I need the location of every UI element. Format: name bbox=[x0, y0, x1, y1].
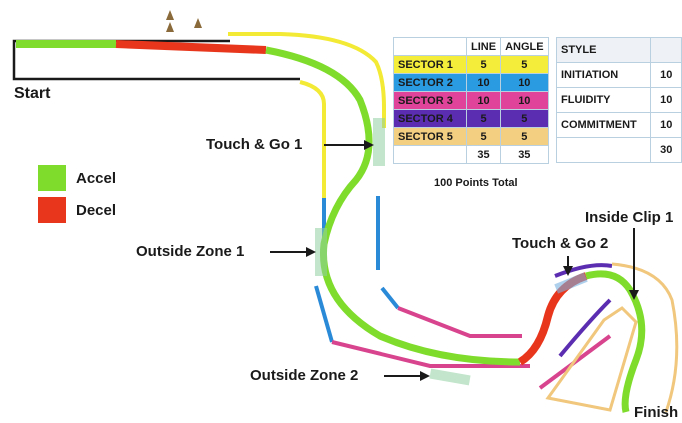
points-total: 100 Points Total bbox=[434, 177, 518, 189]
outside-zone-1-label: Outside Zone 1 bbox=[136, 243, 245, 260]
line-total: 35 bbox=[465, 145, 502, 164]
style-total: 30 bbox=[650, 137, 682, 163]
sector-row: SECTOR 3 10 10 bbox=[393, 91, 549, 110]
sector-row: SECTOR 5 5 5 bbox=[393, 127, 549, 146]
line-header: LINE bbox=[465, 37, 502, 56]
sector-angle: 10 bbox=[500, 91, 549, 110]
angle-header: ANGLE bbox=[500, 37, 549, 56]
start-label: Start bbox=[14, 85, 51, 102]
touch-go-1-zone bbox=[373, 118, 385, 166]
style-points: 10 bbox=[650, 62, 682, 88]
sector-score-table: LINE ANGLE SECTOR 1 5 5 SECTOR 2 10 10 S… bbox=[393, 37, 549, 164]
line-decel-hairpin bbox=[517, 272, 588, 366]
style-row: INITIATION 10 bbox=[555, 62, 682, 88]
sector-2-inner-low bbox=[380, 286, 400, 310]
sector-name: SECTOR 3 bbox=[393, 91, 467, 110]
legend-decel-swatch bbox=[38, 197, 66, 223]
legend-decel-label: Decel bbox=[76, 202, 117, 219]
line-decel-start bbox=[115, 40, 267, 54]
outside-zone-2-label: Outside Zone 2 bbox=[250, 367, 359, 384]
legend-accel-label: Accel bbox=[76, 170, 117, 187]
sector-angle: 5 bbox=[500, 109, 549, 128]
sector-angle: 5 bbox=[500, 127, 549, 146]
sector-angle: 10 bbox=[500, 73, 549, 92]
style-row: COMMITMENT 10 bbox=[555, 112, 682, 138]
sector-name: SECTOR 5 bbox=[393, 127, 467, 146]
sector-1-boundary bbox=[228, 32, 386, 128]
touch-go-1-label: Touch & Go 1 bbox=[206, 136, 303, 153]
style-criterion: COMMITMENT bbox=[555, 112, 652, 138]
touch-go-2-label: Touch & Go 2 bbox=[512, 235, 609, 252]
sector-line: 10 bbox=[465, 73, 502, 92]
sector-5-box bbox=[545, 306, 638, 412]
finish-label: Finish bbox=[634, 404, 679, 421]
outside-zone-1-zone bbox=[315, 228, 327, 276]
sector-angle: 5 bbox=[500, 55, 549, 74]
line-accel-hairpin bbox=[585, 270, 646, 413]
sector-row: SECTOR 2 10 10 bbox=[393, 73, 549, 92]
sector-5-boundary bbox=[611, 262, 679, 413]
cone-icon bbox=[166, 10, 202, 32]
sector-name: SECTOR 4 bbox=[393, 109, 467, 128]
sector-line: 5 bbox=[465, 109, 502, 128]
style-header: STYLE bbox=[555, 37, 652, 63]
sector-line: 10 bbox=[465, 91, 502, 110]
style-points: 10 bbox=[650, 112, 682, 138]
inside-clip-label: Inside Clip 1 bbox=[585, 209, 674, 226]
sector-line: 5 bbox=[465, 55, 502, 74]
sector-2-low-boundary bbox=[314, 285, 334, 343]
style-row: FLUIDITY 10 bbox=[555, 87, 682, 113]
style-score-table: STYLE INITIATION 10 FLUIDITY 10 COMMITME… bbox=[555, 37, 682, 163]
style-points: 10 bbox=[650, 87, 682, 113]
sector-line: 5 bbox=[465, 127, 502, 146]
totals-row: 35 35 bbox=[393, 145, 549, 164]
sector-4-boundary bbox=[554, 263, 613, 278]
angle-total: 35 bbox=[500, 145, 549, 164]
sector-1-inner-boundary bbox=[299, 80, 326, 198]
legend-accel-swatch bbox=[38, 165, 66, 191]
style-criterion: INITIATION bbox=[555, 62, 652, 88]
sector-4-inner-boundary bbox=[558, 298, 612, 358]
sector-name: SECTOR 2 bbox=[393, 73, 467, 92]
sector-row: SECTOR 4 5 5 bbox=[393, 109, 549, 128]
sector-row: SECTOR 1 5 5 bbox=[393, 55, 549, 74]
outside-zone-2-zone bbox=[429, 368, 471, 386]
touch-go-2-zone bbox=[554, 272, 588, 294]
style-criterion: FLUIDITY bbox=[555, 87, 652, 113]
sector-3-inner-boundary bbox=[397, 306, 522, 338]
line-accel-main bbox=[265, 46, 521, 366]
sector-name: SECTOR 1 bbox=[393, 55, 467, 74]
style-total-row: 30 bbox=[555, 137, 682, 163]
sector-3-boundary bbox=[331, 340, 530, 368]
